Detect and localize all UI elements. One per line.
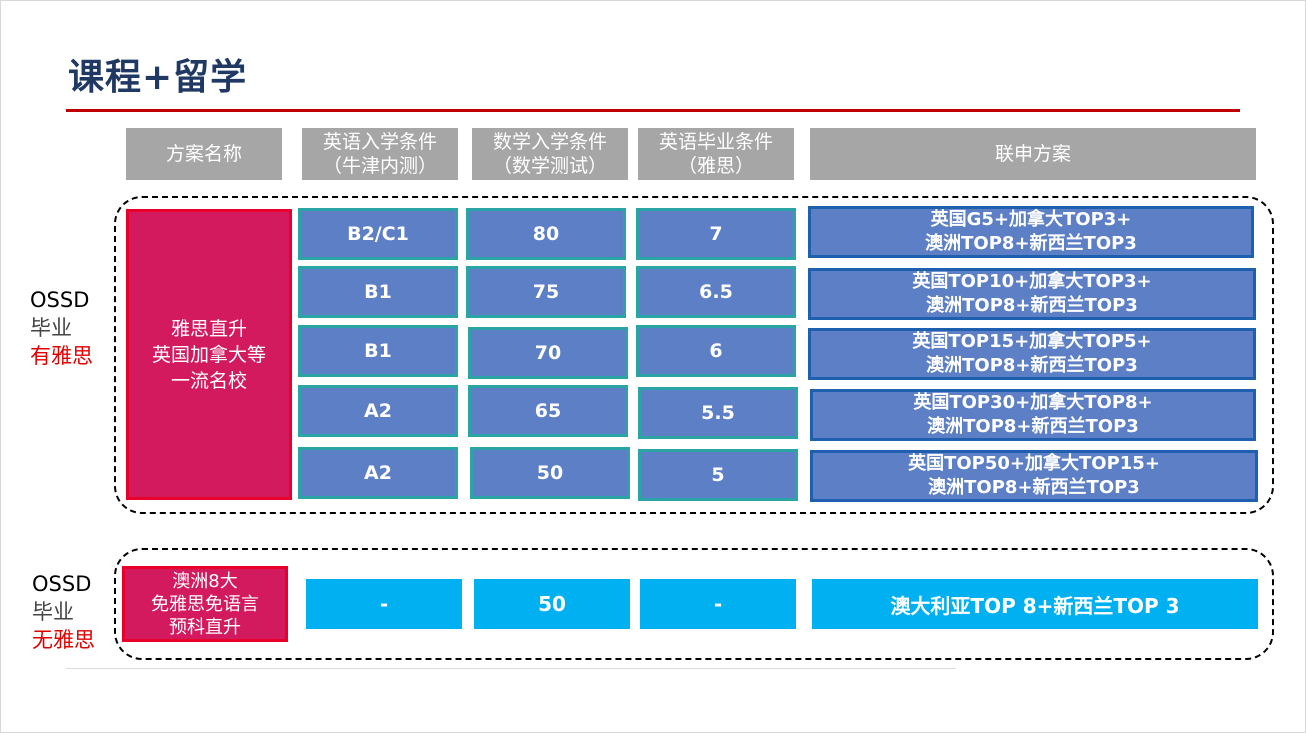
label-ossd: OSSD (30, 288, 90, 312)
page-title: 课程+留学 (68, 57, 248, 98)
english-entry-cell: - (306, 579, 462, 629)
math-entry-cell: 50 (474, 579, 630, 629)
ielts-cell: 6.5 (636, 266, 796, 318)
label-graduate: 毕业 (30, 316, 72, 340)
footer-divider (66, 668, 956, 669)
ielts-cell: - (640, 579, 796, 629)
group-no-ielts-label: OSSD 毕业 无雅思 (32, 570, 95, 654)
program-australia-direct: 澳洲8大 免雅思免语言 预科直升 (122, 566, 288, 642)
english-entry-cell: B2/C1 (298, 208, 458, 260)
ielts-cell: 7 (636, 208, 796, 260)
title-underline (66, 109, 1240, 112)
group-no-ielts-border (114, 548, 1274, 660)
joint-plan-cell: 澳大利亚TOP 8+新西兰TOP 3 (812, 579, 1258, 629)
ielts-cell: 5 (638, 449, 798, 501)
label-ossd: OSSD (32, 572, 92, 596)
header-math-entry: 数学入学条件 （数学测试） (472, 128, 628, 180)
math-entry-cell: 70 (468, 327, 628, 379)
english-entry-cell: A2 (298, 447, 458, 499)
english-entry-cell: B1 (298, 266, 458, 318)
group-with-ielts-label: OSSD 毕业 有雅思 (30, 286, 93, 370)
program-ielts-direct: 雅思直升 英国加拿大等 一流名校 (126, 209, 292, 500)
ielts-cell: 5.5 (638, 387, 798, 439)
header-joint-application: 联申方案 (810, 128, 1256, 180)
joint-plan-cell: 英国G5+加拿大TOP3+ 澳洲TOP8+新西兰TOP3 (808, 206, 1254, 258)
math-entry-cell: 75 (466, 266, 626, 318)
english-entry-cell: A2 (298, 385, 458, 437)
header-english-entry: 英语入学条件 （牛津内测） (302, 128, 458, 180)
label-no-ielts: 无雅思 (32, 628, 95, 652)
math-entry-cell: 50 (470, 447, 630, 499)
joint-plan-cell: 英国TOP10+加拿大TOP3+ 澳洲TOP8+新西兰TOP3 (808, 268, 1256, 320)
joint-plan-cell: 英国TOP50+加拿大TOP15+ 澳洲TOP8+新西兰TOP3 (810, 450, 1258, 502)
joint-plan-cell: 英国TOP30+加拿大TOP8+ 澳洲TOP8+新西兰TOP3 (810, 389, 1256, 441)
joint-plan-cell: 英国TOP15+加拿大TOP5+ 澳洲TOP8+新西兰TOP3 (808, 328, 1256, 380)
english-entry-cell: B1 (298, 325, 458, 377)
group-with-ielts-border (114, 196, 1274, 514)
header-program-name: 方案名称 (126, 128, 282, 180)
label-graduate: 毕业 (32, 600, 74, 624)
math-entry-cell: 80 (466, 208, 626, 260)
header-english-graduation: 英语毕业条件 （雅思） (638, 128, 794, 180)
ielts-cell: 6 (636, 325, 796, 377)
math-entry-cell: 65 (468, 385, 628, 437)
label-has-ielts: 有雅思 (30, 344, 93, 368)
